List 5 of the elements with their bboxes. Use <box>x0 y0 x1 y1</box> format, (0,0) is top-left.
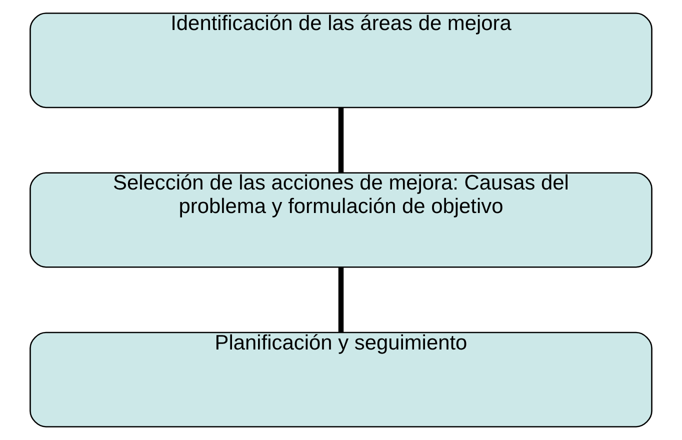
node-box: Planificación y seguimiento <box>30 332 652 428</box>
connector <box>338 108 344 173</box>
connector <box>338 267 344 332</box>
node-box: Identificación de las áreas de mejora <box>30 12 652 108</box>
node-box: Selección de las acciones de mejora: Causas del problema y formulación de objetivo <box>30 172 652 268</box>
